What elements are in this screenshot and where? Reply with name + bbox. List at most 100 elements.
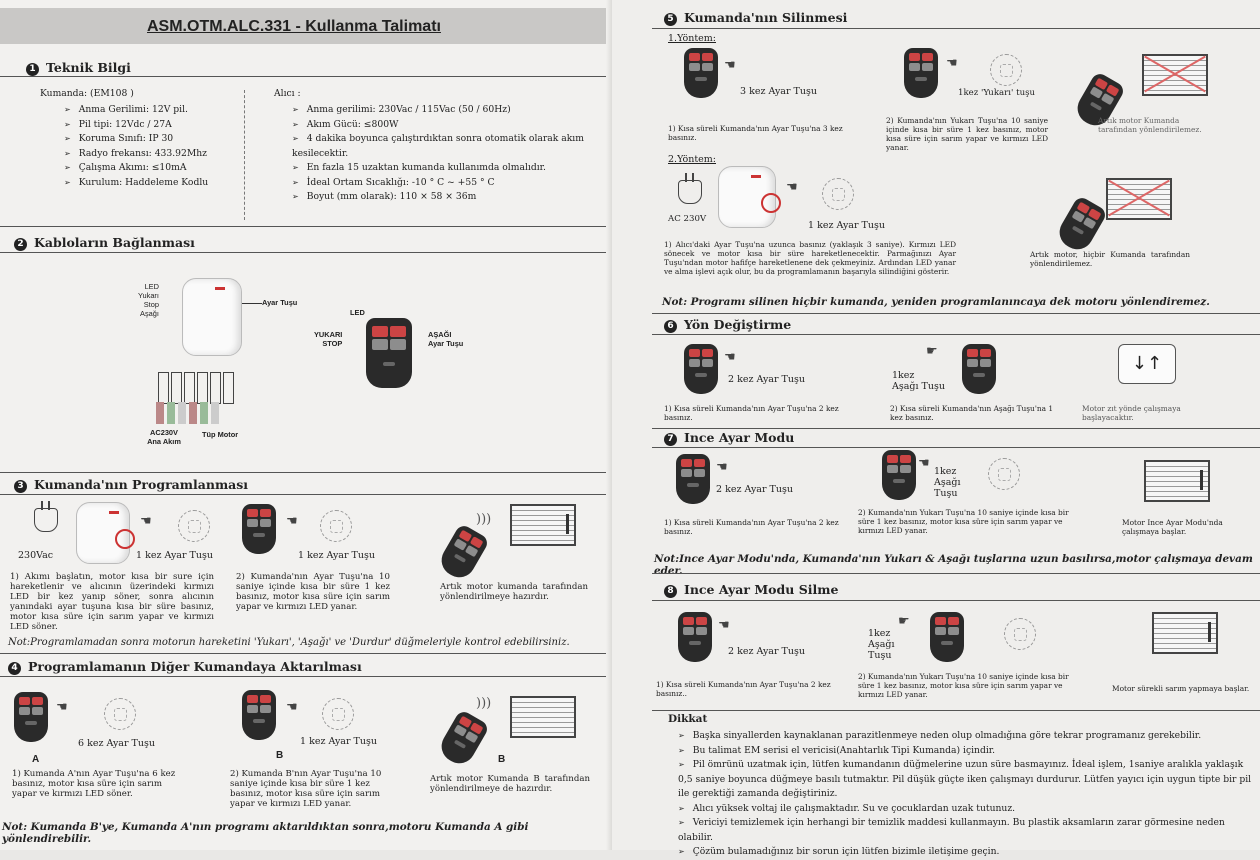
dikkat-item: Alıcı yüksek voltaj ile çalışmaktadır. S… [678,802,1256,817]
remote-image [962,344,996,394]
wire-terminals [158,372,234,404]
s3-step3-text: Artık motor kumanda tarafından yönlendir… [440,582,588,602]
label-2kez: 2 kez Ayar Tuşu [728,646,805,657]
motor-circle-icon [320,510,352,542]
label-3kez: 3 kez Ayar Tuşu [740,86,817,97]
number-3-icon: 3 [14,480,27,493]
hand-icon: ☚ [286,700,298,715]
ayar-tusu-label: Ayar Tuşu [262,298,298,307]
s7-step2-text: 2) Kumanda'nın Yukarı Tuşu'na 10 saniye … [858,508,1069,535]
s7-step1-text: 1) Kısa süreli Kumanda'nın Ayar Tuşu'na … [664,518,839,536]
remote-a-image [14,692,48,742]
hand-icon: ☚ [56,700,68,715]
hand-icon: ☚ [946,56,958,71]
remote-image [1053,194,1109,256]
s3-note: Not:Programlamadan sonra motorun hareket… [8,637,570,648]
divider [0,653,612,654]
kumanda-spec-item: Pil tipi: 12Vdc / 27A [64,118,244,133]
divider [652,447,1260,448]
remote-diagram [366,318,412,388]
motor-circle-icon [178,510,210,542]
divider [652,710,1260,711]
number-4-icon: 4 [8,662,21,675]
remote-led-label: LED [350,308,365,317]
kumanda-spec-item: Kurulum: Haddeleme Kodlu [64,176,244,191]
alici-spec-item: Boyut (mm olarak): 110 × 58 × 36m [292,190,592,205]
label-1kez-asagi: 1kez Aşağı Tuşu [868,628,895,661]
motor-circle-icon [822,178,854,210]
s3-step2-text: 2) Kumanda'nın Ayar Tuşu'na 10 saniye iç… [236,572,390,612]
s6-step3-text: Motor zıt yönde çalışmaya başlayacaktır. [1082,404,1181,422]
s8-step3-text: Motor sürekli sarım yapmaya başlar. [1112,684,1250,693]
remote-image [242,504,276,554]
hand-icon: ☚ [918,456,930,471]
s3-step1-text: 1) Akımı başlatın, motor kısa bir sure i… [10,572,214,632]
doc-title-bar: ASM.OTM.ALC.331 - Kullanma Talimatı [0,8,612,44]
number-6-icon: 6 [664,320,677,333]
yontem2-label: 2.Yöntem: [668,154,716,165]
kumanda-spec-list: Anma Gerilimi: 12V pil.Pil tipi: 12Vdc /… [64,103,244,190]
plug-icon [34,501,58,532]
remote-left-labels: YUKARI STOP [314,330,343,348]
kumanda-spec-item: Çalışma Akımı: ≤10mA [64,161,244,176]
label-b2: B [498,754,506,765]
dikkat-list: Başka sinyallerden kaynaklanan parazitle… [678,729,1256,860]
remote-image [904,48,938,98]
s4-step1-text: 1) Kumanda A'nın Ayar Tuşu'na 6 kez bası… [12,769,176,799]
motor-circle-icon [322,698,354,730]
hand-icon: ☚ [716,460,728,475]
alici-spec-list: Anma gerilimi: 230Vac / 115Vac (50 / 60H… [292,103,592,205]
shutter-crossed-icon [1142,54,1208,96]
kumanda-spec-item: Radyo frekansı: 433.92Mhz [64,147,244,162]
s5-step3-text: Artık motor Kumanda tarafından yönlendir… [1098,116,1202,134]
motor-circle-icon [990,54,1022,86]
dikkat-item: Bu talimat EM serisi el vericisi(Anahtar… [678,744,1256,759]
s6-step2-text: 2) Kısa süreli Kumanda'nın Aşağı Tuşu'na… [890,404,1054,422]
label-1kez: 1 kez Ayar Tuşu [136,550,213,561]
s4-step3-text: Artık motor Kumanda B tarafından yönlend… [430,774,590,794]
label-b: B [276,750,284,761]
remote-right-labels: AŞAĞI Ayar Tuşu [428,330,464,348]
s5-step5-text: Artık motor, hiçbir Kumanda tarafından y… [1030,250,1190,268]
motor-circle-icon [1004,618,1036,650]
dikkat-item: Vericiyi temizlemek için herhangi bir te… [678,816,1256,845]
plug-icon [678,173,702,204]
s5-step2-text: 2) Kumanda'nın Yukarı Tuşu'na 10 saniye … [886,116,1048,152]
shutter-icon [510,504,576,546]
yontem1-label: 1.Yöntem: [668,33,716,44]
number-8-icon: 8 [664,585,677,598]
remote-image [435,522,491,584]
s5-step4-text: 1) Alıcı'daki Ayar Tuşu'na uzunca basını… [664,240,956,276]
hand-icon: ☚ [286,514,298,529]
divider [652,334,1260,335]
dikkat-item: Pil ömrünü uzatmak için, lütfen kumandan… [678,758,1256,802]
hand-icon: ☚ [718,618,730,633]
label-6kez: 6 kez Ayar Tuşu [78,738,155,749]
number-2-icon: 2 [14,238,27,251]
remote-image [435,708,491,770]
label-1kez-asagi: 1kez Aşağı Tuşu [892,370,945,392]
divider [652,600,1260,601]
label-230vac: 230Vac [18,550,54,561]
divider [652,28,1260,29]
alici-label: Alıcı : [274,88,301,99]
kumanda-label: Kumanda: (EM108 ) [40,88,134,99]
hand-icon: ☛ [926,344,938,359]
ac230-label: AC 230V [668,214,707,224]
s5-note: Not: Programı silinen hiçbir kumanda, ye… [662,296,1210,308]
s8-step1-text: 1) Kısa süreli Kumanda'nın Ayar Tuşu'na … [656,680,831,698]
label-2kez: 2 kez Ayar Tuşu [716,484,793,495]
receiver-image [718,166,781,228]
motor-circle-icon [104,698,136,730]
divider [0,76,612,77]
remote-image [684,48,718,98]
ac-label: AC230V Ana Akım [147,428,181,446]
